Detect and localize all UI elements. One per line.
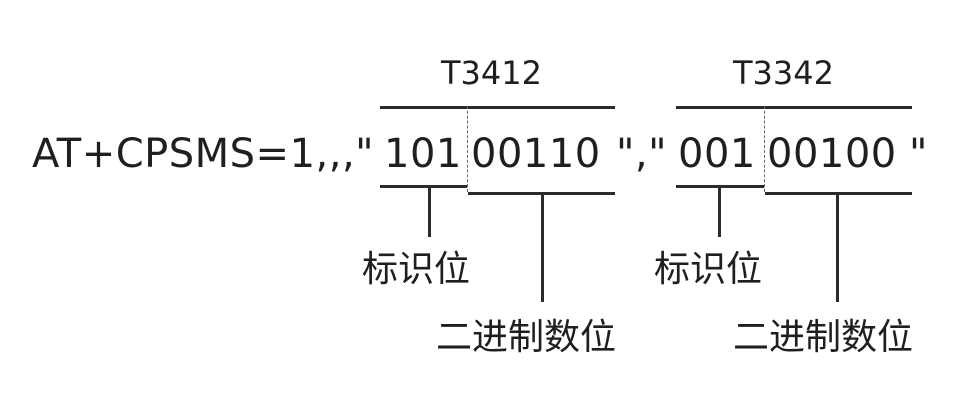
t3342-flag-leader xyxy=(718,187,721,237)
t3342-value-bits: 00100 xyxy=(767,131,897,177)
t3342-flag-bits: 001 xyxy=(678,131,756,177)
t3412-divider xyxy=(467,106,468,192)
flag-bits-label-1: 标识位 xyxy=(362,249,471,290)
t3342-value-underline xyxy=(765,192,912,195)
value-bits-label-1: 二进制数位 xyxy=(436,317,617,358)
t3342-value-leader xyxy=(836,194,839,302)
flag-bits-label-2: 标识位 xyxy=(654,249,763,290)
value-bits-label-2: 二进制数位 xyxy=(733,317,914,358)
t3342-top-bracket xyxy=(676,106,912,109)
t3342-divider xyxy=(764,106,765,192)
command-suffix: " xyxy=(909,131,928,177)
t3412-flag-underline xyxy=(380,185,467,188)
t3412-top-bracket xyxy=(380,106,615,109)
t3412-value-underline xyxy=(468,192,615,195)
command-prefix: AT+CPSMS=1,,," xyxy=(32,131,375,177)
t3342-title: T3342 xyxy=(733,54,834,92)
t3412-value-leader xyxy=(541,194,544,302)
t3412-value-bits: 00110 xyxy=(471,131,601,177)
t3412-title: T3412 xyxy=(441,54,542,92)
t3342-flag-underline xyxy=(676,185,764,188)
t3412-flag-leader xyxy=(428,187,431,237)
command-separator: "," xyxy=(616,131,668,177)
t3412-flag-bits: 101 xyxy=(384,131,462,177)
